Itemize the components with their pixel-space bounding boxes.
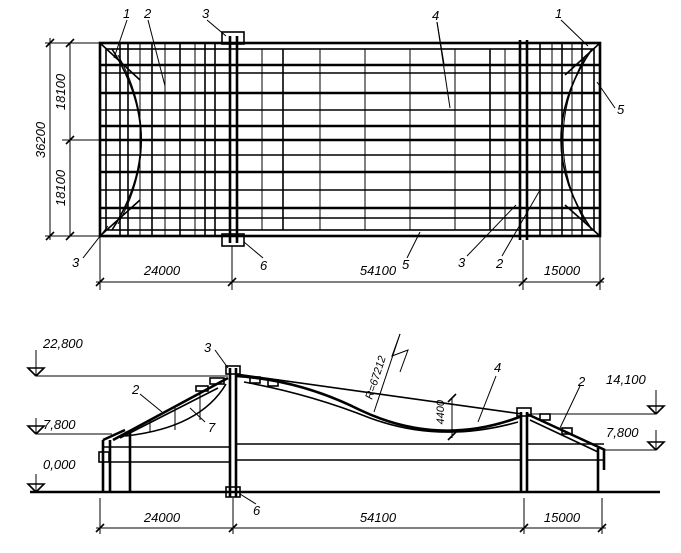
section-callout-6: 6 [253,503,261,518]
plan-longitudinal-cables [100,63,600,219]
plan-dim-54100: 54100 [360,263,397,278]
plan-view: 36200 18100 18100 24000 54100 15000 1 2 [33,6,625,290]
section-callout-2-left: 2 [131,382,140,397]
section-callouts: 3 2 7 4 2 6 [131,340,586,518]
plan-dim-lower: 18100 [53,169,68,206]
plan-dim-24000: 24000 [143,263,181,278]
elev-eave-right: 7,800 [606,425,639,440]
section-right-building [516,407,606,492]
section-elevations-right: 14,100 7,800 [530,372,666,451]
plan-callout-5-bottom: 5 [402,257,410,272]
plan-dim-upper: 18100 [53,73,68,110]
plan-dim-15000: 15000 [544,263,581,278]
section-left-building [98,376,230,492]
section-view: 4400 R=67212 22,800 [26,333,666,534]
section-dim-54100: 54100 [360,510,397,525]
elev-ground: 0,000 [43,457,76,472]
elev-mid-right: 14,100 [606,372,647,387]
section-dim-24000: 24000 [143,510,181,525]
plan-callout-3-bottom-left: 3 [72,255,80,270]
plan-callout-4: 4 [432,8,439,23]
plan-callout-1-left: 1 [123,6,130,21]
elev-top: 22,800 [42,336,84,351]
plan-callout-5-right: 5 [617,102,625,117]
plan-callout-2-bottom-right: 2 [495,256,504,271]
section-callout-4: 4 [494,360,501,375]
section-left-mast [225,365,241,498]
plan-callout-2-left: 2 [143,6,152,21]
section-horizontal-dimension: 24000 54100 15000 [95,498,607,534]
plan-callout-3-top: 3 [202,6,210,21]
section-callout-3: 3 [204,340,212,355]
section-elevations-left: 22,800 7,800 0,000 [26,336,228,493]
elev-eave-left: 7,800 [43,417,76,432]
plan-horizontal-dimension: 24000 54100 15000 [95,236,605,290]
plan-callout-3-bottom-right: 3 [458,255,466,270]
plan-central-zone [261,49,506,230]
plan-dim-total: 36200 [33,121,48,158]
plan-mast-lines [221,31,529,247]
plan-right-zone [539,42,601,237]
plan-callout-6: 6 [260,258,268,273]
section-callout-7: 7 [208,420,216,435]
section-cable-span: 4400 R=67212 [235,333,523,461]
plan-left-zone [99,42,216,237]
plan-callouts: 1 2 3 4 1 5 3 6 5 3 2 [72,6,625,273]
plan-vertical-dimension: 36200 18100 18100 [33,38,100,241]
section-dim-15000: 15000 [544,510,581,525]
section-callout-2-right: 2 [577,374,586,389]
section-sag-label: 4400 [435,399,447,424]
plan-callout-1-right: 1 [555,6,562,21]
